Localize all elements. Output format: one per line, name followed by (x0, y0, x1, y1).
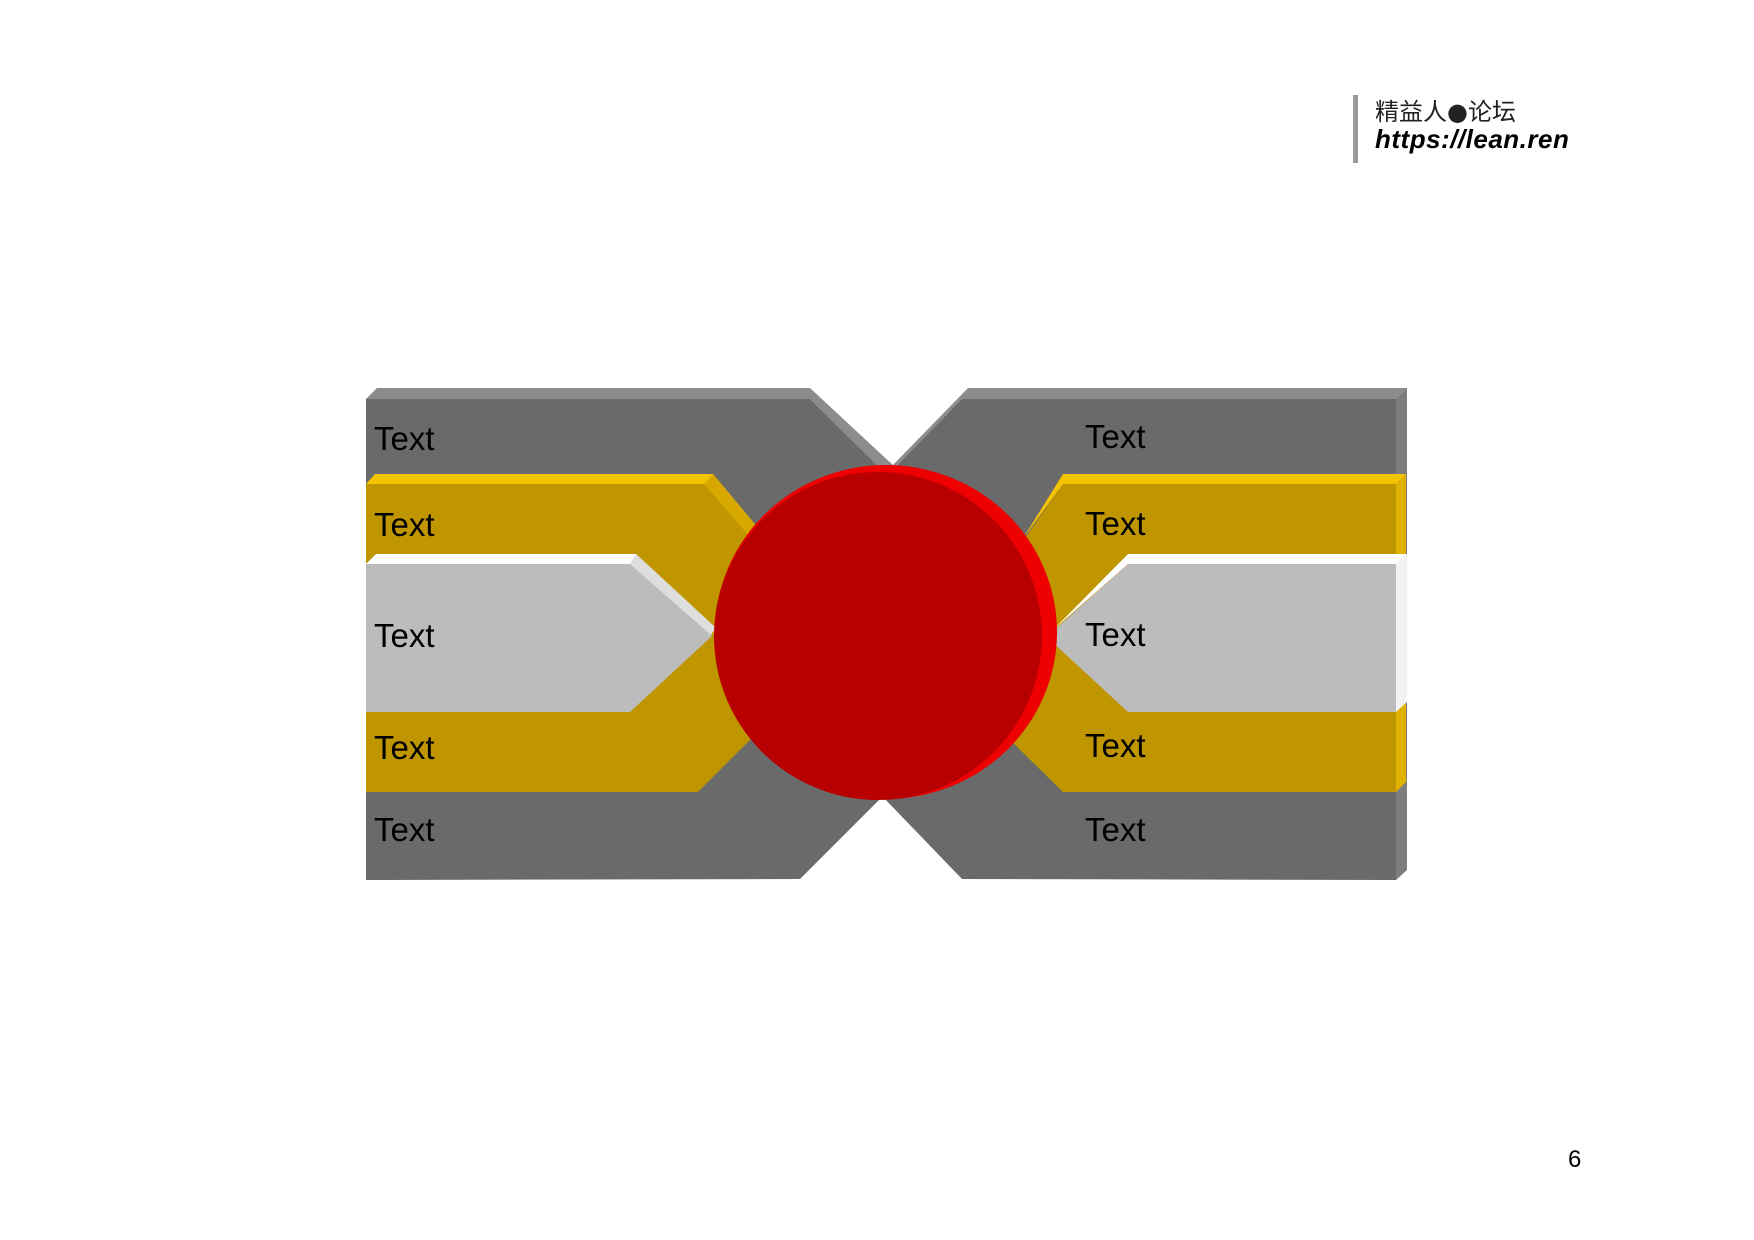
gold-band-left-top-face (366, 474, 764, 545)
left-label-4: Text (374, 729, 435, 766)
dark-band-right-top-face (891, 388, 1407, 470)
right-label-3: Text (1085, 616, 1146, 653)
silver-band-left-top-face (366, 554, 716, 636)
left-label-5: Text (374, 811, 435, 848)
silver-band-left (366, 554, 716, 712)
right-label-1: Text (1085, 418, 1146, 455)
center-circle-face (714, 472, 1042, 800)
left-label-3: Text (374, 617, 435, 654)
watermark-logo: 精益人●论坛 https://lean.ren (1353, 95, 1569, 163)
dark-band-left-top-face (366, 388, 895, 471)
left-label-2: Text (374, 506, 435, 543)
gold-band-left-side-face (704, 474, 764, 545)
silver-band-right-side-face (1396, 554, 1407, 712)
right-label-5: Text (1085, 811, 1146, 848)
gold-band-right-top-face (1022, 474, 1406, 540)
page-number: 6 (1568, 1146, 1582, 1173)
silver-band-left-body (366, 564, 712, 712)
center-circle (714, 465, 1057, 800)
silver-band-right (1050, 554, 1407, 712)
silver-band-left-side-face (630, 554, 716, 636)
watermark-name: 精益人●论坛 (1375, 98, 1516, 126)
silver-band-right-body (1050, 564, 1396, 712)
left-label-1: Text (374, 420, 435, 457)
watermark-url: https://lean.ren (1375, 124, 1570, 154)
right-label-2: Text (1085, 505, 1146, 542)
right-label-4: Text (1085, 727, 1146, 764)
silver-band-right-top-face (1053, 554, 1407, 630)
